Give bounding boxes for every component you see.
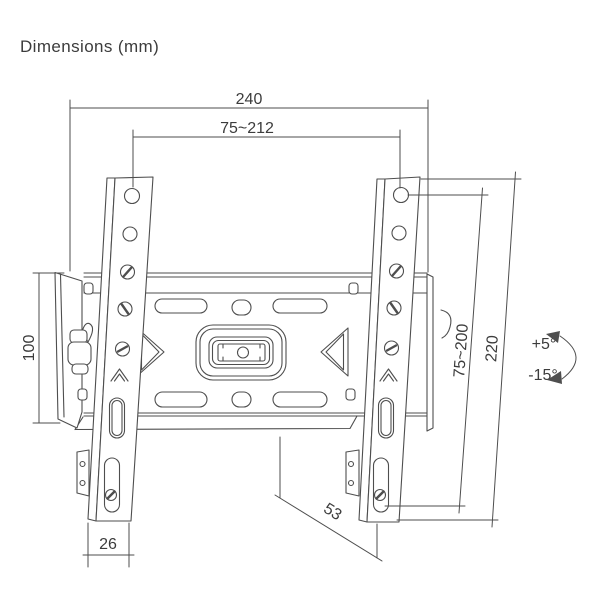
tilt-up-label: +5° — [532, 336, 557, 353]
dim-wall-plate-height-label: 100 — [21, 335, 38, 362]
tilt-knob — [67, 322, 94, 375]
wall-plate-slots — [154, 298, 328, 408]
dim-overall-height: 220 — [396, 171, 522, 528]
spirit-level — [195, 324, 287, 381]
left-tv-bracket — [76, 176, 154, 522]
tilt-angle-annotation: +5° -15° — [528, 331, 577, 384]
dim-overall-height-label: 220 — [483, 335, 502, 363]
right-tv-bracket — [345, 176, 421, 523]
dim-bracket-width-label: 26 — [99, 536, 117, 553]
dim-vesa-width: 75~212 — [132, 120, 401, 189]
left-bracket-screws — [114, 264, 136, 357]
wall-plate — [74, 272, 452, 432]
side-bolt-bottom — [77, 388, 88, 401]
dim-depth-label: 53 — [320, 500, 344, 524]
dim-vesa-height-label: 75~200 — [451, 323, 472, 378]
dim-depth: 53 — [274, 436, 383, 562]
level-bubble — [236, 346, 250, 359]
safety-hook — [440, 309, 452, 339]
right-side-bolt-bottom — [345, 388, 356, 401]
dim-vesa-height: 75~200 — [384, 187, 489, 514]
dim-overall-width: 240 — [69, 91, 429, 273]
right-bracket-slots — [372, 397, 395, 513]
right-alignment-arrow — [379, 368, 398, 382]
dim-overall-width-label: 240 — [236, 91, 263, 108]
right-bracket-screws — [383, 263, 405, 356]
right-side-bolt-top — [348, 282, 359, 295]
tilt-arc-arrow-icon — [546, 331, 577, 384]
left-bracket-slots — [103, 397, 126, 513]
dim-bracket-width: 26 — [82, 522, 135, 568]
left-alignment-arrow — [110, 368, 129, 382]
wall-plate-right-end — [426, 273, 452, 432]
right-bracket-side-tab — [345, 449, 360, 497]
tilt-lock-assembly — [54, 271, 94, 429]
dim-wall-plate-height: 100 — [21, 272, 65, 424]
dim-vesa-width-label: 75~212 — [220, 120, 274, 137]
right-arrow-cutout — [320, 327, 349, 377]
left-bracket-side-tab — [76, 449, 90, 497]
left-bracket-holes — [122, 187, 141, 242]
side-bolt-top — [83, 282, 94, 295]
diagram-title: Dimensions (mm) — [20, 37, 159, 56]
